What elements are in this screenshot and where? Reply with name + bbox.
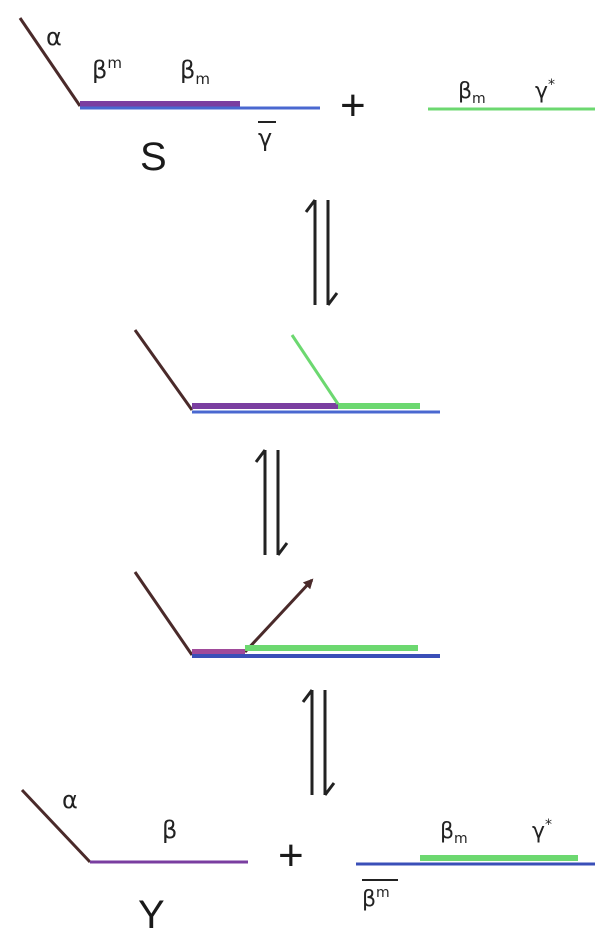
equilibrium-arrows-2	[254, 449, 289, 556]
invader-beta-m-label: βm	[458, 79, 486, 107]
displaced-strand-arm	[243, 578, 314, 654]
duplex-beta-m-bar-label: βm	[362, 885, 390, 912]
alpha-arm-3	[133, 571, 194, 656]
product-y: α β Y	[20, 786, 248, 935]
plus-sign-bottom: +	[278, 831, 304, 880]
intermediate-complex-1	[133, 329, 440, 414]
duplex-beta-m-label: βm	[440, 819, 468, 847]
alpha-label: α	[46, 23, 62, 51]
alpha-arm-2	[133, 329, 194, 411]
invader-gamma-label: γ*	[535, 77, 555, 104]
complex-s: α βm βm γ S	[18, 17, 320, 179]
beta-m-label: βm	[180, 56, 210, 88]
complex-s-name: S	[140, 135, 167, 179]
plus-sign-top: +	[340, 81, 366, 130]
equilibrium-arrows-1	[304, 199, 339, 306]
duplex-gamma-label: γ*	[532, 817, 552, 844]
green-arm-2	[290, 334, 340, 405]
y-alpha-label: α	[62, 786, 78, 814]
invader-strand: βm γ*	[428, 77, 595, 111]
waste-duplex: βm γ* βm	[356, 817, 595, 912]
gamma-bar-label: γ	[258, 124, 272, 152]
y-beta-label: β	[162, 816, 177, 844]
alpha-arm-4	[20, 788, 92, 864]
equilibrium-arrows-3	[301, 689, 336, 796]
alpha-arm	[18, 17, 82, 107]
intermediate-complex-2	[133, 571, 440, 658]
product-y-name: Y	[138, 893, 165, 935]
beta-m-top-label: βm	[92, 54, 122, 84]
